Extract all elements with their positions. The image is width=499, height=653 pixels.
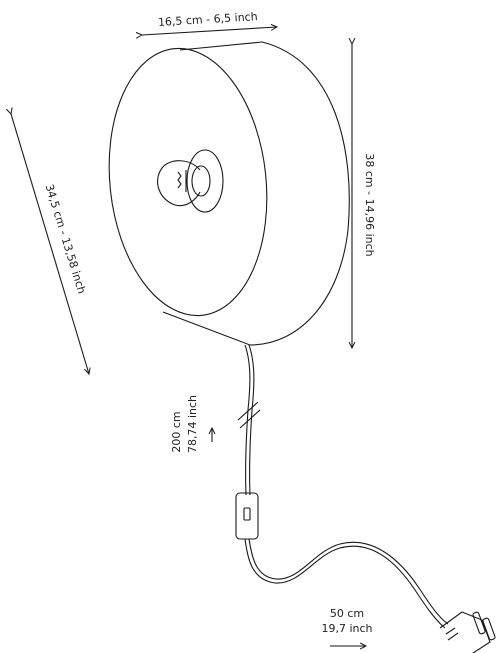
switch-icon (235, 492, 259, 540)
diagonal-label: 34,5 cm - 13,58 inch (43, 183, 89, 296)
height-dimension: 38 cm - 14,96 inch (352, 44, 376, 348)
cable-cm-label: 200 cm (170, 411, 183, 452)
diagonal-dimension: 34,5 cm - 13,58 inch (11, 114, 89, 374)
height-label: 38 cm - 14,96 inch (363, 153, 376, 256)
plug-icon (439, 611, 496, 653)
cable-to-plug (244, 538, 449, 629)
plug-dimension: 50 cm 19,7 inch (321, 607, 373, 646)
lamp-shade-icon (108, 41, 350, 346)
plug-cm-label: 50 cm (330, 607, 364, 620)
cable (237, 344, 261, 496)
depth-label: 16,5 cm - 6,5 inch (158, 10, 258, 29)
light-bulb-icon (157, 149, 224, 213)
cable-dimension: 200 cm 78,74 inch (170, 395, 212, 453)
cable-inch-label: 78,74 inch (186, 395, 199, 453)
plug-inch-label: 19,7 inch (321, 622, 372, 635)
depth-dimension: 16,5 cm - 6,5 inch (142, 10, 277, 35)
